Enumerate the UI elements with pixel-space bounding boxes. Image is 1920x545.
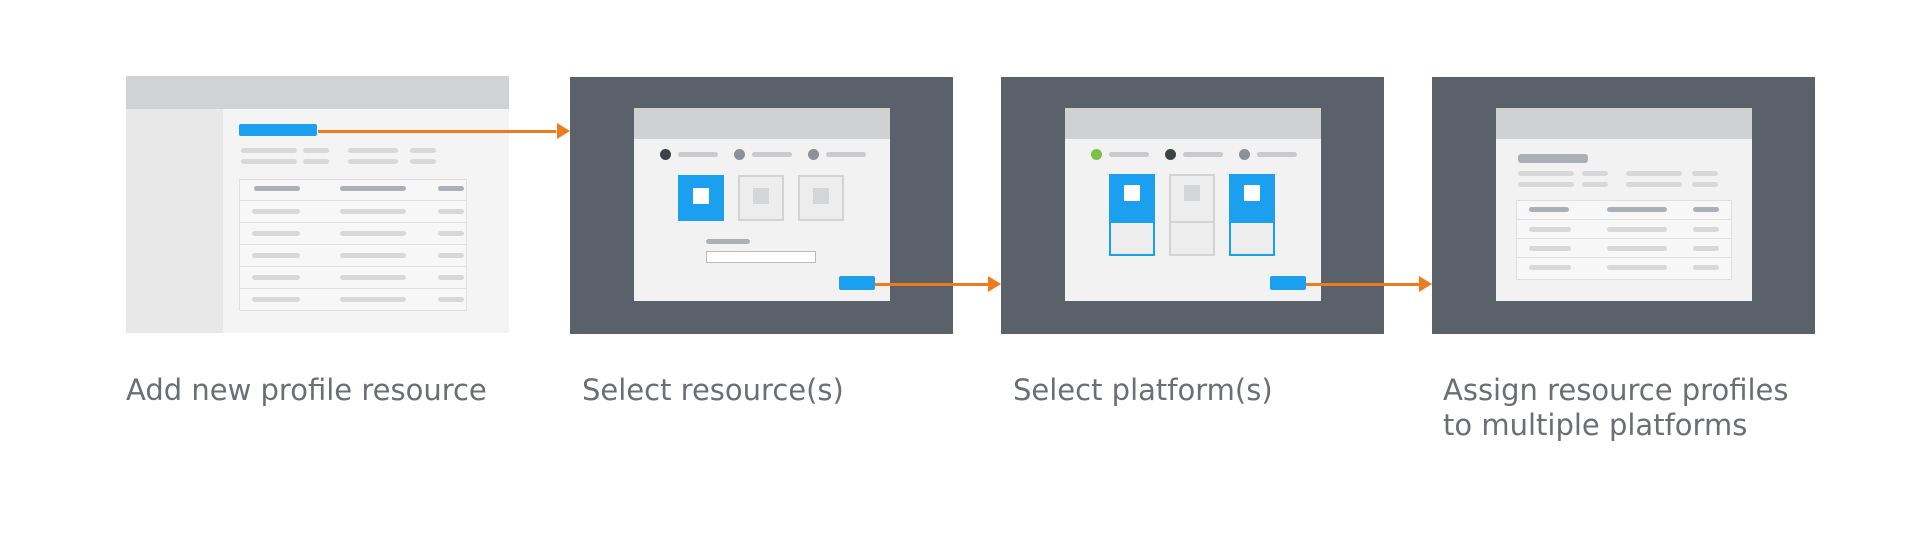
step-dot-icon (734, 149, 745, 160)
filter-line (1582, 171, 1608, 176)
app-header-bar (126, 76, 509, 109)
step-label (1109, 152, 1149, 157)
select-resources-modal (634, 108, 890, 301)
filter-line (348, 148, 398, 153)
table-row[interactable] (240, 244, 466, 267)
table-header-cell (1529, 207, 1569, 212)
filter-line (1626, 171, 1682, 176)
arrow-right-icon (557, 123, 570, 139)
step-dot-icon (808, 149, 819, 160)
modal-header (634, 108, 890, 139)
next-button[interactable] (1270, 276, 1306, 290)
table-row[interactable] (240, 200, 466, 223)
arrow-right-icon (988, 276, 1001, 292)
table-header-cell (1693, 207, 1719, 212)
step-3-thumbnail (1001, 77, 1384, 334)
modal-title (1518, 154, 1588, 163)
step-4-caption-line-1: Assign resource profiles (1443, 373, 1789, 407)
step-2-thumbnail (570, 77, 953, 334)
filter-line (303, 148, 329, 153)
filter-line (241, 148, 297, 153)
filter-line (1582, 182, 1608, 187)
filter-line (241, 159, 297, 164)
next-button[interactable] (839, 276, 875, 290)
step-4-thumbnail (1432, 77, 1815, 334)
table-row[interactable] (240, 222, 466, 245)
filter-line (410, 148, 436, 153)
flow-arrow-line (875, 283, 988, 286)
step-dot-icon (1165, 149, 1176, 160)
modal-header (1065, 108, 1321, 139)
platform-card-icon[interactable] (1229, 174, 1275, 256)
step-4-caption-line-2: to multiple platforms (1443, 408, 1748, 442)
step-dot-icon (1091, 149, 1102, 160)
step-2-caption: Select resource(s) (582, 373, 844, 407)
table-header-cell (340, 186, 406, 191)
step-dot-icon (1239, 149, 1250, 160)
flow-arrow-line (318, 130, 556, 133)
assign-profiles-modal (1496, 108, 1752, 301)
step-label (678, 152, 718, 157)
step-label (1183, 152, 1223, 157)
table-header-cell (254, 186, 300, 191)
filter-line (1518, 182, 1574, 187)
table-header-cell (438, 186, 464, 191)
add-resource-button[interactable] (239, 124, 317, 136)
field-label (706, 239, 750, 244)
step-label (1257, 152, 1297, 157)
table-row[interactable] (1517, 219, 1731, 239)
table-row[interactable] (240, 266, 466, 289)
resource-table (239, 179, 467, 311)
platform-card-icon[interactable] (1109, 174, 1155, 256)
filter-line (1626, 182, 1682, 187)
name-input[interactable] (706, 251, 816, 263)
filter-line (1692, 182, 1718, 187)
select-platforms-modal (1065, 108, 1321, 301)
step-3-caption: Select platform(s) (1013, 373, 1273, 407)
platform-card-icon[interactable] (1169, 174, 1215, 256)
step-label (752, 152, 792, 157)
table-row[interactable] (1517, 238, 1731, 258)
step-1-caption: Add new profile resource (126, 373, 487, 407)
filter-line (1518, 171, 1574, 176)
step-dot-icon (660, 149, 671, 160)
filter-line (410, 159, 436, 164)
table-row[interactable] (240, 288, 466, 311)
resource-card-icon[interactable] (738, 175, 784, 221)
filter-line (1692, 171, 1718, 176)
arrow-right-icon (1419, 276, 1432, 292)
filter-line (303, 159, 329, 164)
resource-card-icon[interactable] (798, 175, 844, 221)
table-row[interactable] (1517, 257, 1731, 277)
table-header-cell (1607, 207, 1667, 212)
step-1-thumbnail (126, 76, 509, 333)
filter-line (348, 159, 398, 164)
flow-arrow-line (1306, 283, 1419, 286)
app-sidebar (126, 109, 223, 333)
step-label (826, 152, 866, 157)
modal-header (1496, 108, 1752, 139)
assignment-table (1516, 200, 1732, 280)
resource-card-icon[interactable] (678, 175, 724, 221)
step-4-caption: Assign resource profiles to multiple pla… (1443, 373, 1788, 443)
